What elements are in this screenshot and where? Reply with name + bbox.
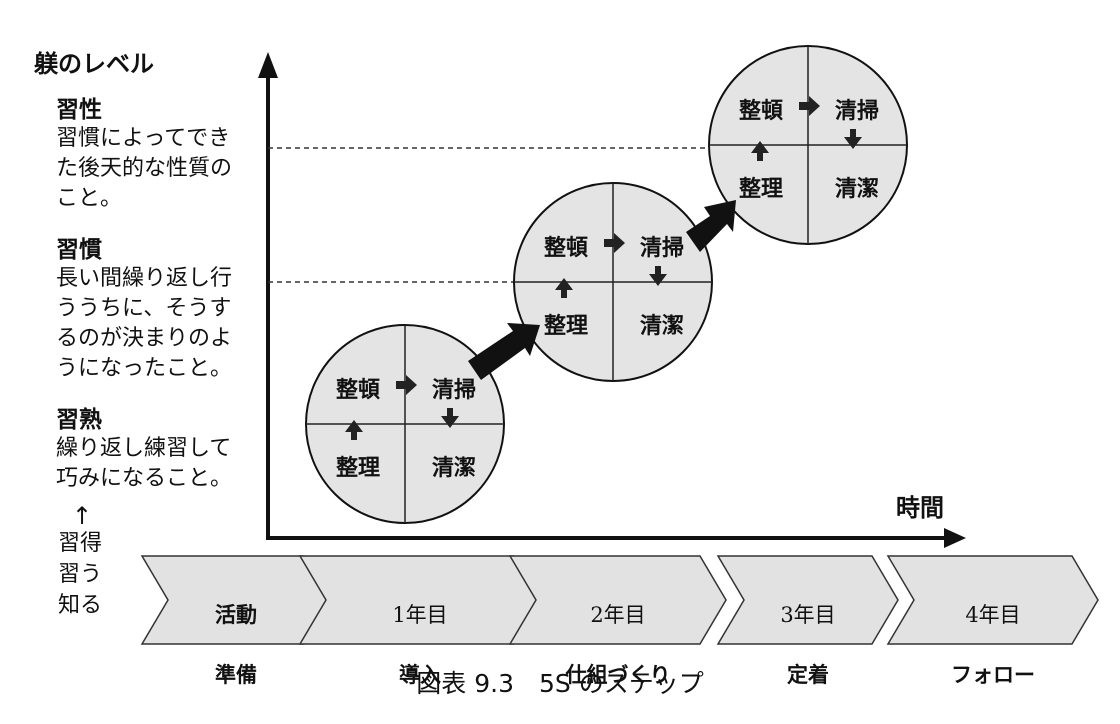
y-axis-label: 躾のレベル [34,50,154,78]
y-axis-arrowhead [258,52,278,78]
phase-label-year4: 4年目 フォロー [914,570,1072,720]
step-arrow-1 [468,323,540,380]
cell-seiri: 整理 [543,314,588,339]
cell-seiketsu: 清潔 [431,456,476,481]
inner-arrows-1 [345,375,459,440]
phase-label-year1: 1年目 導入 [326,570,514,720]
step-arrow-2 [686,200,736,252]
level-shukan: 習慣 長い間繰り返し行 ううちに、そうす るのが決まりのよ うになったこと。 [56,230,266,384]
inner-arrows-2 [555,233,667,298]
cell-seiri: 整理 [738,177,783,202]
phase-line2: 定着 [787,663,829,687]
phase-label-year3: 3年目 定着 [744,570,872,720]
cell-seiso: 清掃 [431,378,476,403]
level-description: 長い間繰り返し行 ううちに、そうす るのが決まりのよ うになったこと。 [56,266,233,381]
phase-line1: 1年目 [392,603,448,627]
phase-label-prep: 活動 準備 [168,570,304,720]
level-title: 習慣 [56,237,102,263]
level-shusei: 習性 習慣によってでき た後天的な性質の こと。 [56,90,266,214]
phase-chevron-3 [716,555,899,645]
level-description: 繰り返し練習して 巧みになること。 [56,436,233,491]
cell-seiton: 整頓 [543,236,588,261]
cycle-circle-2 [513,182,713,382]
figure-caption: 図表 9.3 5S のステップ [416,669,704,698]
cell-seiso: 清掃 [639,236,684,261]
cell-seiton: 整頓 [738,99,783,124]
phase-chevron-2 [508,555,727,645]
learning-steps: 習得 習う 知る [58,531,103,618]
x-axis-label: 時間 [896,494,944,522]
phase-chevron-4 [886,555,1099,645]
cycle-circle-1 [305,324,505,524]
phase-line1: 4年目 [965,603,1021,627]
phase-line1: 2年目 [590,603,646,627]
cell-seiketsu: 清潔 [639,314,684,339]
up-arrow-icon: ↑ [72,502,93,530]
x-axis-arrowhead [944,528,966,548]
level-title: 習熟 [56,407,102,433]
phase-line2: フォロー [951,663,1035,687]
cell-seiso: 清掃 [834,99,879,124]
phase-label-year2: 2年目 仕組づくり [536,570,700,720]
level-description: 習慣によってでき た後天的な性質の こと。 [56,126,233,211]
cell-seiketsu: 清潔 [834,177,879,202]
cycle-circle-3 [708,45,908,245]
level-shujuku: 習熟 繰り返し練習して 巧みになること。 [56,400,266,494]
phase-line2: 導入 [399,663,441,687]
phase-line2: 仕組づくり [565,663,671,687]
inner-arrows-3 [751,96,862,161]
phase-line2: 準備 [215,663,257,687]
cell-seiton: 整頓 [335,378,380,403]
phase-line1: 3年目 [780,603,836,627]
phase-line1: 活動 [215,603,257,627]
level-title: 習性 [56,97,102,123]
cell-seiri: 整理 [335,456,380,481]
